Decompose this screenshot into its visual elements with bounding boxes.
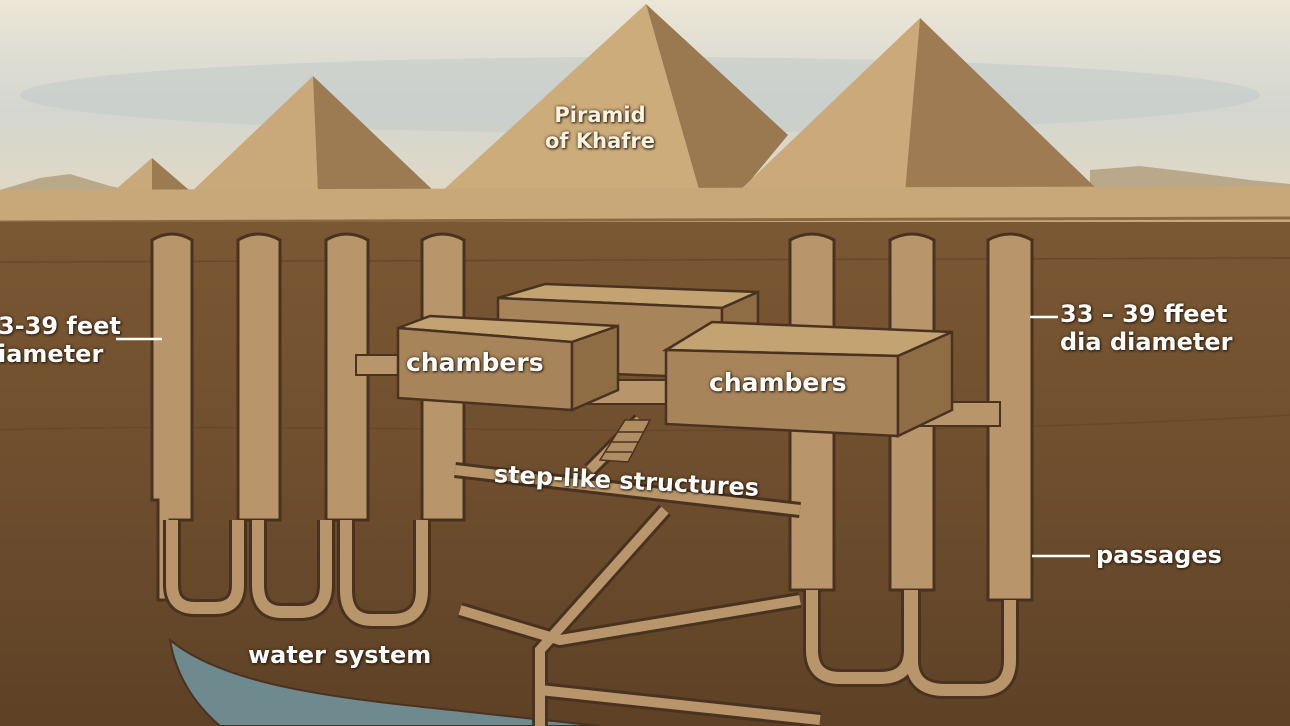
diameter-label-right-line1: 33 – 39 ffeet (1060, 300, 1228, 328)
pyramid-label-line2: of Khafre (544, 129, 655, 153)
right-shaft-group (788, 232, 1034, 602)
shaft (236, 232, 282, 522)
pyramid-label: Piramid of Khafre (520, 102, 680, 154)
pyramid-menkaure (188, 76, 438, 195)
water-system-label: water system (248, 641, 432, 669)
chamber-block-left (396, 314, 620, 412)
pyramid-label-line1: Piramid (554, 103, 646, 127)
strata-line (0, 257, 1290, 263)
diameter-label-left-line1: 3-39 feet (0, 312, 121, 340)
left-shaft-group (150, 232, 466, 602)
right-passage-loops-fill (806, 590, 1016, 696)
passages-label: passages (1096, 541, 1222, 569)
left-passage-loops-fill (166, 520, 428, 626)
ground-surface (0, 186, 1290, 224)
water-channel (168, 637, 601, 726)
chambers-label-right: chambers (709, 368, 847, 397)
diameter-label-left: 3-39 feet iameter (0, 312, 121, 368)
strata-line (0, 414, 1290, 432)
shaft (150, 232, 194, 602)
shaft (986, 232, 1034, 602)
ground-edge (0, 216, 1290, 224)
connecting-passages-fill (454, 416, 821, 726)
step-structure (598, 419, 652, 463)
diameter-label-right-line2: dia diameter (1060, 328, 1233, 356)
chambers-label-left: chambers (406, 348, 544, 377)
shaft (324, 232, 370, 522)
chamber-block-right (661, 320, 954, 438)
diameter-label-right: 33 – 39 ffeet dia diameter (1060, 300, 1232, 356)
diameter-label-left-line2: iameter (0, 340, 104, 368)
small-pyramid (108, 158, 196, 196)
pyramid-khafre (440, 4, 788, 193)
pyramid-khufu (738, 18, 1100, 192)
